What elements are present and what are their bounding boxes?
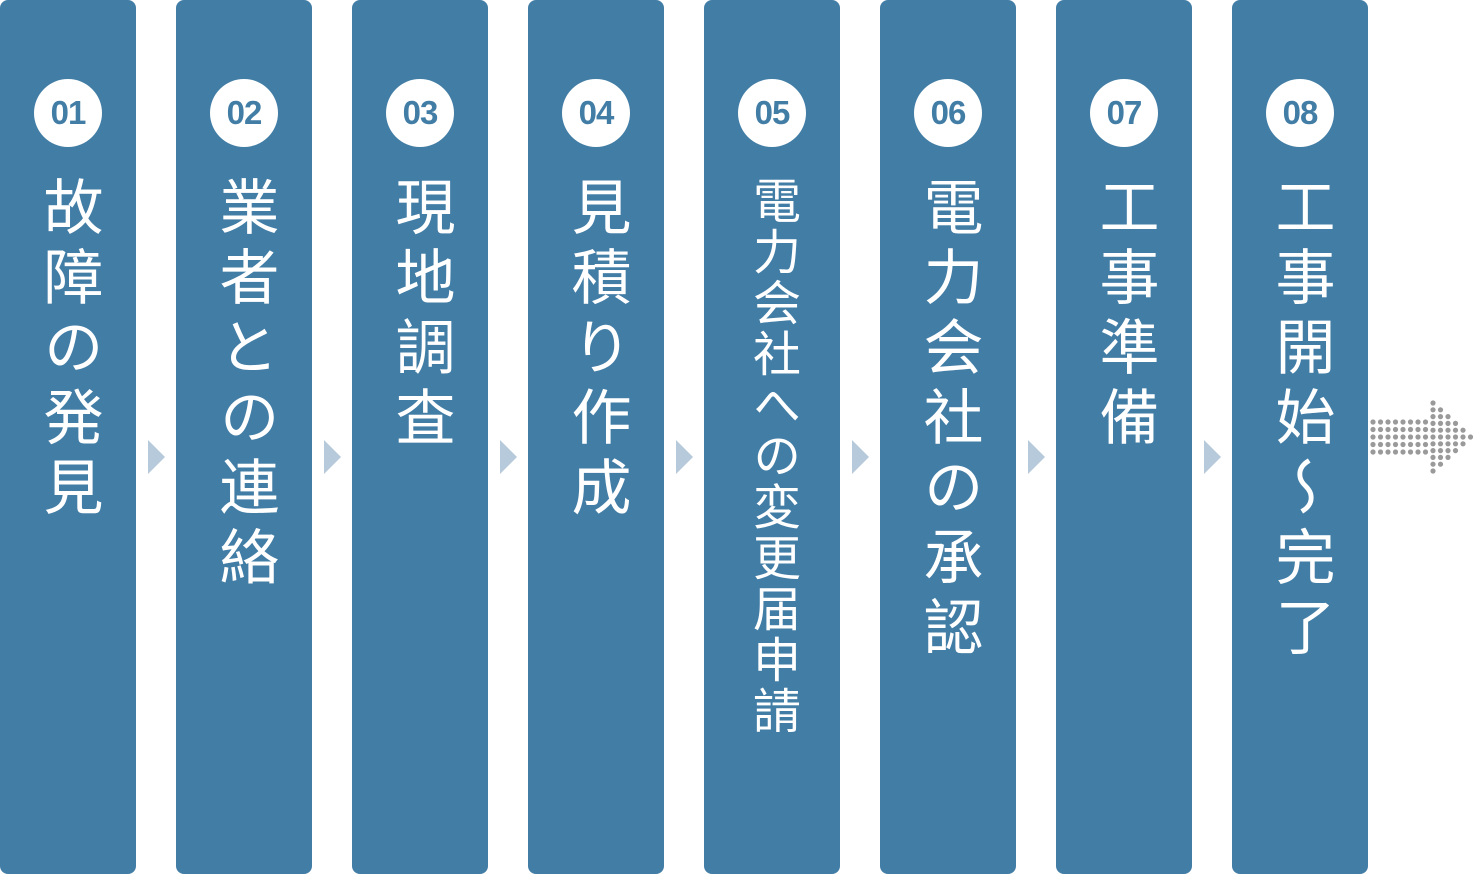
chevron-right-icon [148, 440, 165, 474]
step-08-panel: 08 工事開始〜完了 [1232, 0, 1368, 874]
step-number-badge: 05 [738, 79, 806, 147]
step-label: 工事開始〜完了 [1265, 176, 1335, 666]
step-05-panel: 05 電力会社への変更届申請 [704, 0, 840, 874]
step-label: 現地調査 [385, 176, 455, 456]
chevron-right-icon [676, 440, 693, 474]
step-label: 見積り作成 [561, 176, 631, 526]
chevron-right-icon [500, 440, 517, 474]
step-label: 電力会社への変更届申請 [744, 176, 800, 737]
chevron-right-icon [324, 440, 341, 474]
step-number-badge: 03 [386, 79, 454, 147]
step-label: 電力会社の承認 [913, 176, 983, 666]
step-label: 業者との連絡 [209, 176, 279, 596]
step-label: 故障の発見 [33, 176, 103, 526]
step-03-panel: 03 現地調査 [352, 0, 488, 874]
dotted-arrow-icon [1370, 400, 1474, 474]
step-07-panel: 07 工事準備 [1056, 0, 1192, 874]
step-number-badge: 04 [562, 79, 630, 147]
chevron-right-icon [1028, 440, 1045, 474]
step-number-badge: 02 [210, 79, 278, 147]
step-number-badge: 06 [914, 79, 982, 147]
step-04-panel: 04 見積り作成 [528, 0, 664, 874]
step-01-panel: 01 故障の発見 [0, 0, 136, 874]
step-number-badge: 08 [1266, 79, 1334, 147]
step-label: 工事準備 [1089, 176, 1159, 456]
step-number-badge: 07 [1090, 79, 1158, 147]
step-02-panel: 02 業者との連絡 [176, 0, 312, 874]
chevron-right-icon [1204, 440, 1221, 474]
step-06-panel: 06 電力会社の承認 [880, 0, 1016, 874]
chevron-right-icon [852, 440, 869, 474]
step-number-badge: 01 [34, 79, 102, 147]
